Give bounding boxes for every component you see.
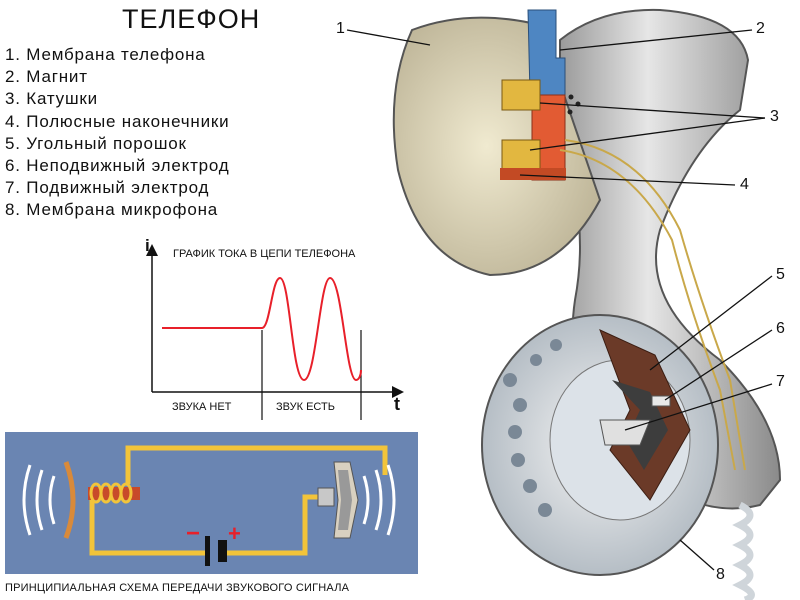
callout-8: 8: [716, 566, 725, 583]
graph-title: ГРАФИК ТОКА В ЦЕПИ ТЕЛЕФОНА: [173, 248, 356, 260]
handset-cord: [732, 501, 755, 600]
handset-wiring: [559, 139, 746, 471]
legend-item: 8. Мембрана микрофона: [5, 200, 219, 220]
current-curve-signal: [261, 276, 362, 382]
legend-item: 3. Катушки: [5, 89, 98, 109]
legend-item: 5. Угольный порошок: [5, 133, 187, 153]
legend-item: 4. Полюсные наконечники: [5, 111, 230, 131]
callout-5: 5: [776, 266, 785, 283]
callout-lines: [346, 29, 773, 571]
legend-item: 1. Мембрана телефона: [5, 45, 206, 64]
coil-winding: [89, 482, 133, 504]
fixed-electrode: [651, 395, 671, 407]
diagram-title: ТЕЛЕФОН: [122, 4, 261, 34]
legend-item: 2. Магнит: [5, 67, 88, 87]
callout-7: 7: [776, 373, 785, 390]
left-sound-waves: [22, 464, 56, 536]
callout-3: 3: [770, 108, 779, 125]
callout-6: 6: [776, 320, 785, 337]
right-sound-waves: [362, 464, 396, 536]
callout-2: 2: [756, 20, 765, 37]
graph-x-label: t: [394, 394, 400, 414]
battery-negative-plate: [205, 536, 210, 566]
battery-plus: +: [228, 521, 241, 546]
telephone-membrane: [63, 461, 76, 539]
callout-4: 4: [740, 176, 749, 193]
circuit-wires: [89, 445, 388, 556]
legend-item: 7. Подвижный электрод: [5, 178, 210, 198]
battery-minus: −: [186, 520, 200, 547]
sound-label: ЗВУК ЕСТЬ: [276, 401, 335, 413]
scheme-caption: ПРИНЦИПИАЛЬНАЯ СХЕМА ПЕРЕДАЧИ ЗВУКОВОГО …: [5, 582, 350, 594]
graph-y-label: i: [145, 236, 150, 255]
no-sound-label: ЗВУКА НЕТ: [172, 401, 232, 413]
callout-1: 1: [336, 20, 345, 37]
microphone-holes: [503, 339, 562, 517]
parts-legend: 1. Мембрана телефона 2. Магнит 3. Катушк…: [5, 44, 230, 222]
microphone-capsule: [317, 461, 359, 539]
battery-positive-plate: [218, 540, 227, 562]
legend-item: 6. Неподвижный электрод: [5, 156, 230, 176]
